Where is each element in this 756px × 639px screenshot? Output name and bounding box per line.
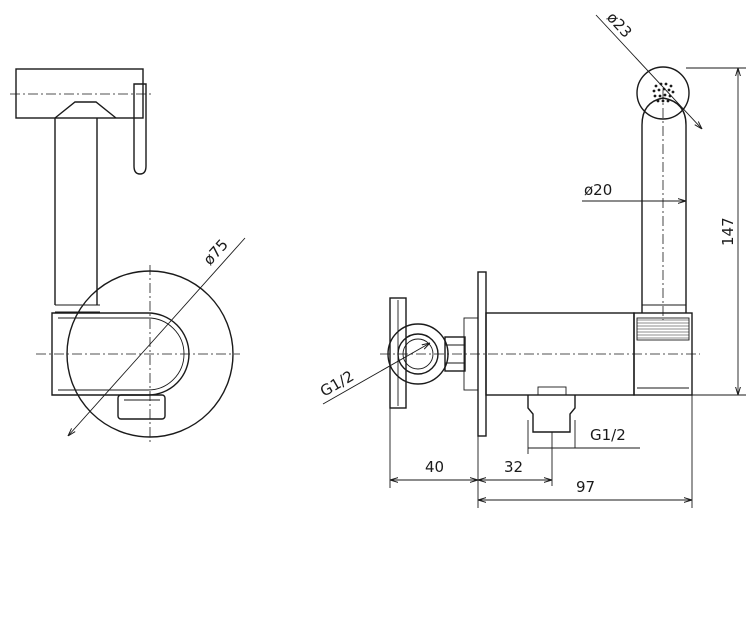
holder-body [51,312,190,396]
spray-nozzles [652,82,675,103]
len97-label: 97 [576,478,595,496]
side-view: ø23 ø20 147 G1/2 G1/2 40 32 97 [317,8,746,508]
front-view: ø75 [10,68,246,445]
knurl-pattern [637,319,689,339]
dia23-label: ø23 [603,8,635,41]
height147-label: 147 [719,217,737,246]
hose-connector [117,394,166,420]
handshower-head [15,68,144,119]
dia75-label: ø75 [200,236,232,269]
dia20-label: ø20 [584,181,612,199]
dia23-dimension-line [595,14,702,129]
bottom-hose-connector [527,395,576,433]
spray-head [636,66,690,120]
len40-label: 40 [425,458,444,476]
thread-left-label: G1/2 [317,367,357,400]
mounting-bracket [389,297,407,409]
handshower-side-handle [641,97,687,313]
thread-bottom-label: G1/2 [590,426,626,444]
handshower-handle [54,101,117,119]
trigger-lever [133,83,147,175]
len32-label: 32 [504,458,523,476]
thread-left-leader [322,343,430,405]
dia75-dimension-line [68,237,246,436]
